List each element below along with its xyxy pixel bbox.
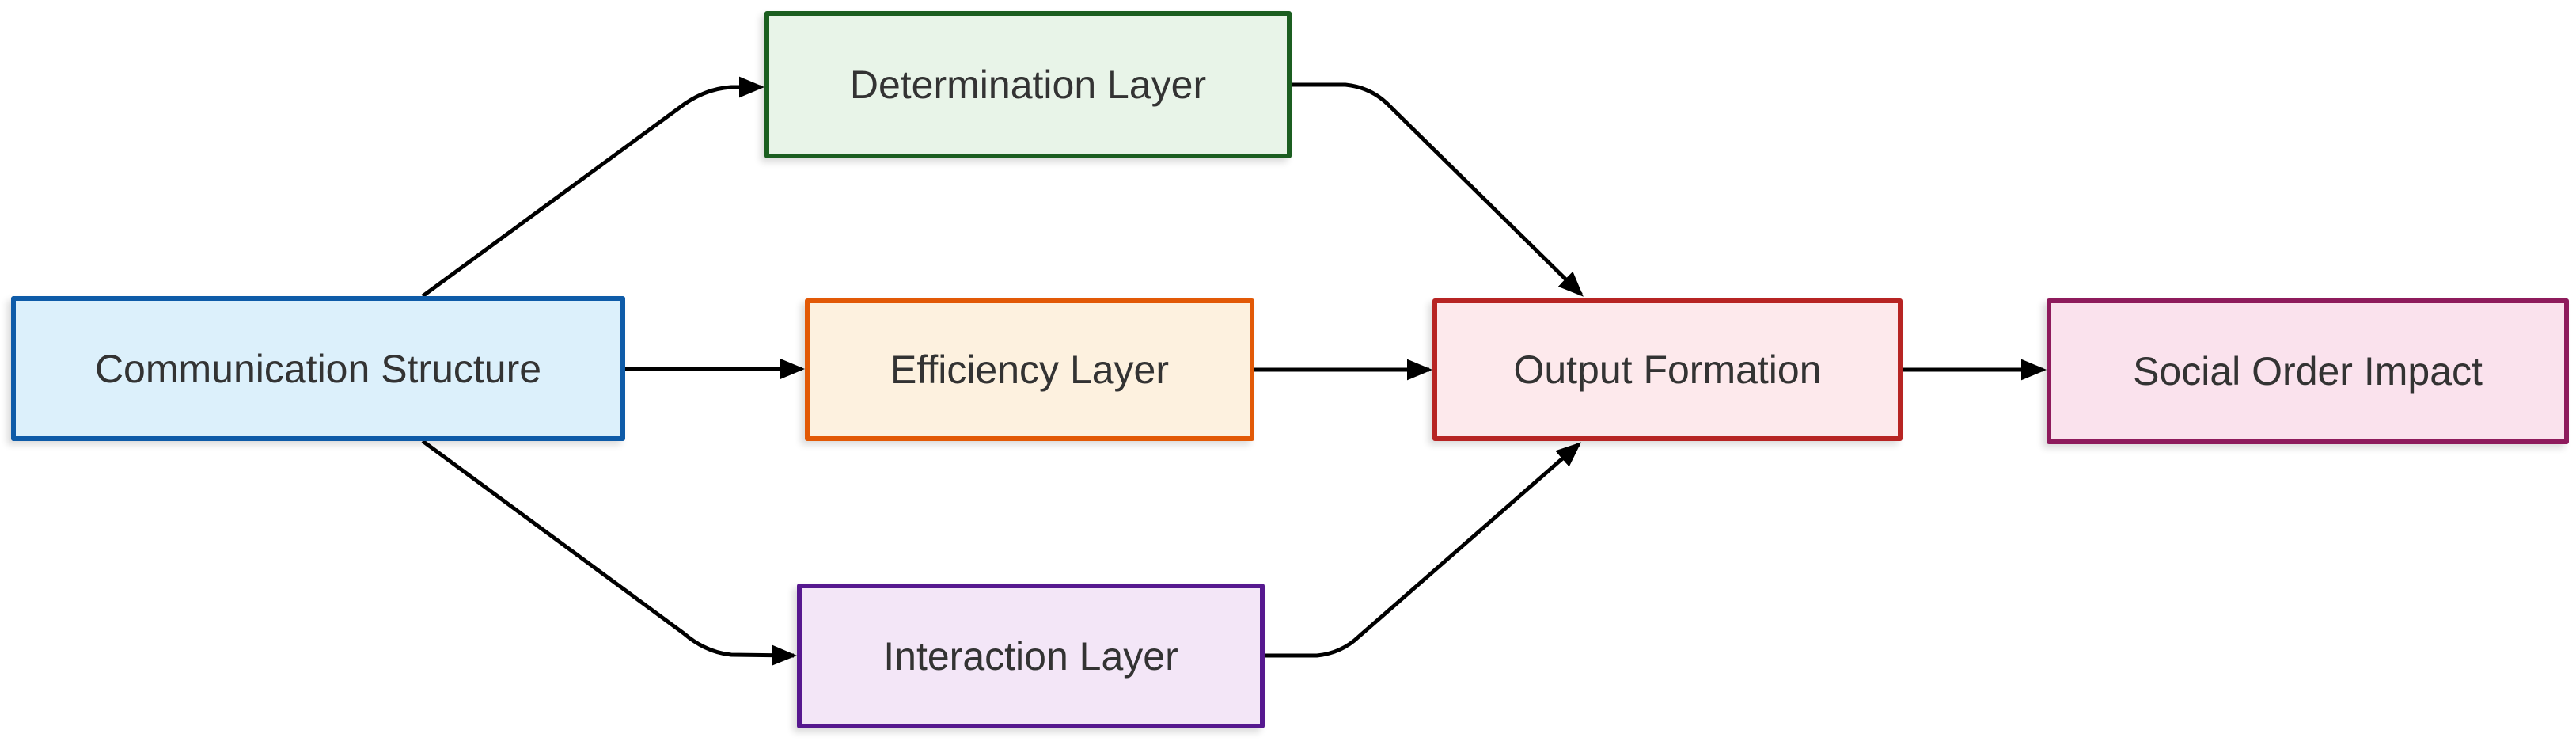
node-efficiency-layer: Efficiency Layer: [805, 298, 1254, 441]
edge-interaction-to-output: [1265, 442, 1582, 658]
node-interaction-layer: Interaction Layer: [797, 584, 1265, 728]
node-output-formation: Output Formation: [1432, 298, 1903, 441]
node-label: Determination Layer: [849, 63, 1207, 107]
node-label: Interaction Layer: [883, 633, 1178, 679]
node-label: Efficiency Layer: [890, 348, 1170, 392]
node-label: Social Order Impact: [2133, 349, 2483, 394]
node-determination-layer: Determination Layer: [764, 11, 1292, 158]
node-communication-structure: Communication Structure: [11, 296, 625, 441]
node-social-order-impact: Social Order Impact: [2047, 298, 2569, 444]
node-label: Communication Structure: [94, 346, 542, 391]
edge-communication-to-determination: [421, 76, 764, 298]
node-label: Output Formation: [1513, 348, 1822, 392]
edge-determination-to-output: [1292, 82, 1584, 297]
edge-communication-to-interaction: [421, 439, 797, 666]
